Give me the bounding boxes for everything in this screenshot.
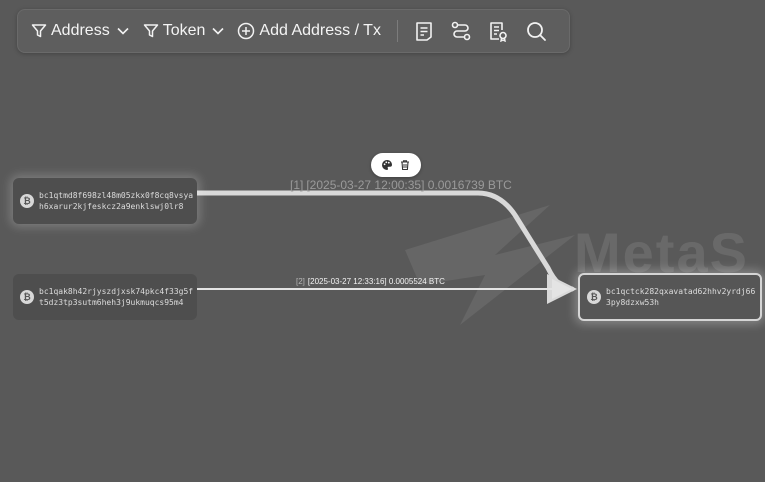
edge-tools-popover bbox=[371, 153, 421, 177]
toolbar: Address Token Add Address / Tx bbox=[17, 9, 570, 53]
address-node[interactable]: ₿ bc1qtmd8f698zl48m05zkx0f8cq8vsyah6xaru… bbox=[13, 178, 197, 224]
filter-icon bbox=[31, 23, 47, 39]
edge-1-index: [1] bbox=[290, 178, 304, 192]
chevron-down-icon bbox=[211, 24, 225, 38]
watermark-logo bbox=[400, 195, 575, 330]
token-filter-button[interactable]: Token bbox=[143, 10, 226, 52]
node-address: bc1qtmd8f698zl48m05zkx0f8cq8vsyah6xarur2… bbox=[39, 191, 194, 211]
address-filter-button[interactable]: Address bbox=[31, 10, 130, 52]
trash-icon[interactable] bbox=[399, 159, 411, 171]
report-button[interactable] bbox=[485, 18, 511, 44]
address-filter-label: Address bbox=[51, 22, 110, 39]
notes-icon bbox=[413, 20, 435, 42]
toolbar-divider bbox=[396, 20, 398, 42]
edge-1-text: [2025-03-27 12:00:35] 0.0016739 BTC bbox=[306, 178, 512, 192]
palette-icon[interactable] bbox=[381, 159, 393, 171]
search-button[interactable] bbox=[523, 18, 549, 44]
route-button[interactable] bbox=[448, 18, 474, 44]
filter-icon bbox=[143, 23, 159, 39]
report-icon bbox=[487, 20, 509, 42]
bitcoin-icon: ₿ bbox=[20, 290, 34, 304]
address-node[interactable]: ₿ bc1qak8h42rjyszdjxsk74pkc4f33g5ft5dz3t… bbox=[13, 274, 197, 320]
search-icon bbox=[525, 20, 547, 42]
route-icon bbox=[450, 20, 472, 42]
plus-circle-icon bbox=[237, 22, 255, 40]
node-address: bc1qctck282qxavatad62hhv2yrdj663py8dzxw5… bbox=[606, 287, 756, 307]
chevron-down-icon bbox=[116, 24, 130, 38]
edge-2-text: [2025-03-27 12:33:16] 0.0005524 BTC bbox=[307, 277, 445, 286]
edge-1-line bbox=[194, 190, 577, 304]
edge-2-index: [2] bbox=[296, 277, 305, 286]
token-filter-label: Token bbox=[162, 22, 206, 39]
bitcoin-icon: ₿ bbox=[587, 290, 601, 304]
add-address-tx-label: Add Address / Tx bbox=[259, 22, 381, 39]
edge-2-label[interactable]: [2][2025-03-27 12:33:16] 0.0005524 BTC bbox=[296, 277, 445, 286]
notes-button[interactable] bbox=[411, 18, 437, 44]
bitcoin-icon: ₿ bbox=[20, 194, 34, 208]
add-address-tx-button[interactable]: Add Address / Tx bbox=[237, 10, 381, 52]
node-address: bc1qak8h42rjyszdjxsk74pkc4f33g5ft5dz3tp3… bbox=[39, 287, 194, 307]
edge-1-label[interactable]: [1][2025-03-27 12:00:35] 0.0016739 BTC bbox=[290, 178, 512, 192]
address-node-selected[interactable]: ₿ bc1qctck282qxavatad62hhv2yrdj663py8dzx… bbox=[578, 273, 762, 321]
